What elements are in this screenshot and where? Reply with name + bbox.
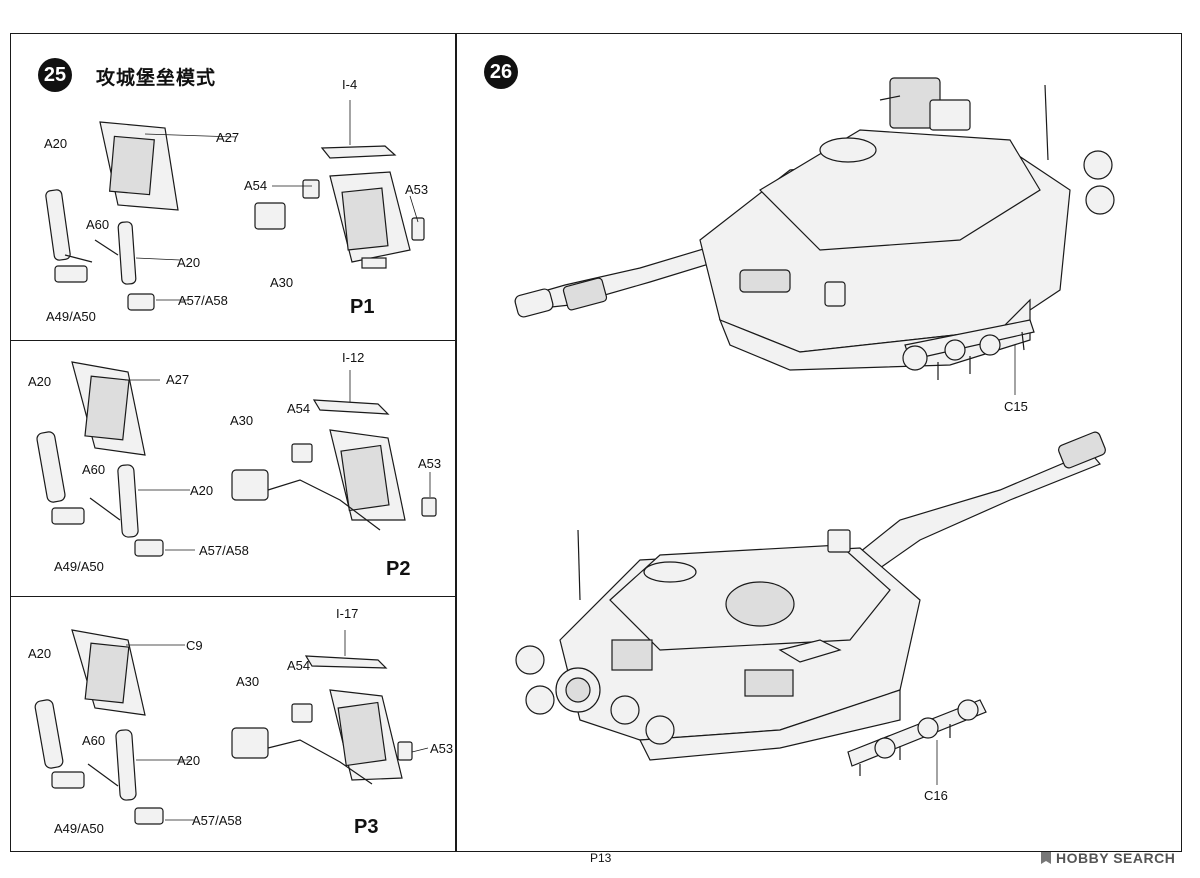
panel-label-p3: P3 <box>354 816 379 838</box>
part-callout-c16: C16 <box>924 788 948 803</box>
p1-right-parts <box>254 145 425 269</box>
p2-left-parts <box>36 361 164 557</box>
part-label: A60 <box>86 217 110 232</box>
part-label: A60 <box>82 733 106 748</box>
watermark: HOBBY SEARCH <box>1040 850 1175 866</box>
step-25-badge: 25 <box>38 58 72 92</box>
step-26-badge: 26 <box>484 55 518 89</box>
part-label: A27 <box>166 372 190 387</box>
hobbysearch-logo-icon <box>1041 852 1051 864</box>
part-label: A54 <box>287 401 311 416</box>
tank-rear-view <box>515 431 1106 776</box>
p3-left-parts <box>34 629 164 825</box>
left-step-frame <box>10 33 456 852</box>
part-label: A49/A50 <box>46 309 96 324</box>
page-number: P13 <box>590 851 612 865</box>
part-label: A53 <box>430 741 454 756</box>
part-label: I-17 <box>336 606 359 621</box>
tank-front-view <box>514 77 1115 380</box>
panel-divider <box>10 340 456 341</box>
part-label: A60 <box>82 462 106 477</box>
part-label: A27 <box>216 130 240 145</box>
part-label: A30 <box>236 674 260 689</box>
part-label: A54 <box>287 658 311 673</box>
panel-label-p2: P2 <box>386 558 411 580</box>
p3-right-parts <box>231 655 413 785</box>
part-label: A20 <box>28 646 52 661</box>
part-callout-c15: C15 <box>1004 399 1028 414</box>
part-label: A30 <box>270 275 294 290</box>
p2-right-parts <box>231 399 437 531</box>
part-label: A57/A58 <box>199 543 249 558</box>
part-label: A49/A50 <box>54 559 104 574</box>
watermark-text: HOBBY SEARCH <box>1056 850 1176 866</box>
panel-label-p1: P1 <box>350 296 375 318</box>
part-label: A57/A58 <box>192 813 242 828</box>
part-label: A30 <box>230 413 254 428</box>
part-label: A57/A58 <box>178 293 228 308</box>
part-label: A20 <box>44 136 68 151</box>
part-label: A20 <box>28 374 52 389</box>
part-label: I-12 <box>342 350 365 365</box>
part-label: A20 <box>177 255 201 270</box>
right-step-frame <box>456 33 1182 852</box>
part-label: A53 <box>418 456 442 471</box>
part-label: A20 <box>177 753 201 768</box>
part-label: A54 <box>244 178 268 193</box>
part-label: A20 <box>190 483 214 498</box>
part-label: C9 <box>186 638 203 653</box>
part-label: A53 <box>405 182 429 197</box>
step-25-title: 攻城堡垒模式 <box>96 67 217 89</box>
part-label: I-4 <box>342 77 358 92</box>
panel-divider <box>10 596 456 597</box>
p1-left-parts <box>45 121 179 311</box>
part-label: A49/A50 <box>54 821 104 836</box>
